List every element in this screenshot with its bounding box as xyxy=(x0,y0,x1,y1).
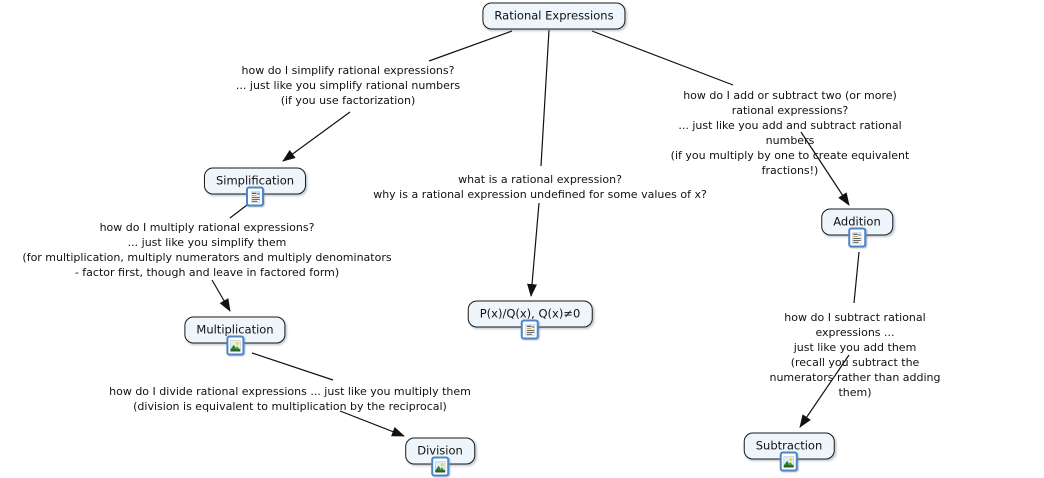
node-label: P(x)/Q(x), Q(x)≠0 xyxy=(479,306,581,321)
edge-simplify-phrase-to-simplification xyxy=(282,111,351,162)
image-resource-icon[interactable] xyxy=(225,335,244,356)
node-division[interactable]: Division xyxy=(405,437,475,477)
edge-rational-expressions-to-addsub-phrase xyxy=(591,30,734,86)
node-simplification[interactable]: Simplification xyxy=(203,167,307,207)
linking-phrase-whatis-phrase[interactable]: what is a rational expression? why is a … xyxy=(373,173,707,201)
node-rational-expressions[interactable]: Rational Expressions xyxy=(482,2,626,30)
image-icon-glyph xyxy=(435,461,445,472)
doc-resource-icon[interactable] xyxy=(520,319,539,340)
linking-phrase-divide-phrase[interactable]: how do I divide rational expressions ...… xyxy=(109,385,471,413)
doc-resource-icon[interactable] xyxy=(246,186,264,207)
image-resource-icon[interactable] xyxy=(780,451,798,472)
linking-phrase-subtract-phrase[interactable]: how do I subtract rational expressions .… xyxy=(769,311,941,399)
node-label: Rational Expressions xyxy=(494,8,614,23)
image-icon-glyph xyxy=(229,340,240,351)
image-icon-glyph xyxy=(784,456,794,467)
edge-rational-expressions-to-whatis-phrase xyxy=(540,29,550,167)
edge-whatis-phrase-to-pq-definition xyxy=(527,202,540,297)
edge-divide-phrase-to-division xyxy=(339,410,405,437)
node-label: Subtraction xyxy=(755,438,823,453)
node-label: Simplification xyxy=(215,173,295,188)
node-subtraction[interactable]: Subtraction xyxy=(743,432,835,472)
linking-phrase-simplify-phrase[interactable]: how do I simplify rational expressions? … xyxy=(235,64,461,107)
node-label: Division xyxy=(417,443,463,458)
edge-addition-to-subtract-phrase xyxy=(853,251,860,304)
edge-simplification-to-multiply-phrase xyxy=(229,204,248,219)
node-label: Multiplication xyxy=(196,322,274,337)
doc-icon-glyph xyxy=(852,232,862,243)
doc-icon-glyph xyxy=(525,324,535,335)
edge-multiplication-to-divide-phrase xyxy=(251,352,334,381)
linking-phrase-multiply-phrase[interactable]: how do I multiply rational expressions? … xyxy=(22,221,392,279)
edge-rational-expressions-to-simplify-phrase xyxy=(428,30,513,62)
node-multiplication[interactable]: Multiplication xyxy=(184,316,286,356)
doc-resource-icon[interactable] xyxy=(848,227,866,248)
node-addition[interactable]: Addition xyxy=(821,208,893,248)
doc-icon-glyph xyxy=(250,191,260,202)
node-pq-definition[interactable]: P(x)/Q(x), Q(x)≠0 xyxy=(467,300,593,340)
node-label: Addition xyxy=(833,214,881,229)
image-resource-icon[interactable] xyxy=(431,456,449,477)
edge-multiply-phrase-to-multiplication xyxy=(211,279,231,312)
linking-phrase-addsub-phrase[interactable]: how do I add or subtract two (or more) r… xyxy=(670,89,910,177)
